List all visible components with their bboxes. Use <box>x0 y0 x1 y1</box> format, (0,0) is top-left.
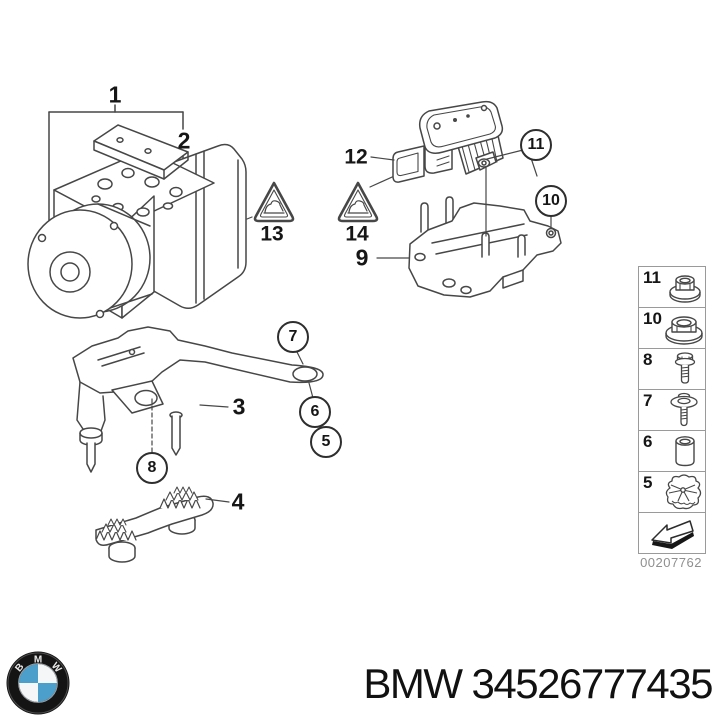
callout-12: 12 <box>344 145 368 169</box>
washer-screw-icon <box>670 392 698 427</box>
warning-triangle-13-icon <box>246 181 295 223</box>
sensor-bracket-drawing <box>408 196 562 298</box>
flange-nut-small-icon <box>669 275 701 303</box>
callout-7-circle: 7 <box>277 321 309 353</box>
leader-lines-sensor-group <box>370 149 552 259</box>
legend-row-8: 8 <box>639 348 705 389</box>
legend-row-5: 5 <box>639 471 705 512</box>
callout-2: 2 <box>177 127 191 154</box>
legend-row-10: 10 <box>639 307 705 348</box>
callout-14: 14 <box>345 222 369 246</box>
part-number: 34526777435 <box>471 660 714 707</box>
knurled-grommet-icon <box>665 474 702 510</box>
brand-name: BMW <box>363 660 463 707</box>
direction-arrow-icon <box>651 520 694 549</box>
warning-triangle-14-icon <box>337 172 402 223</box>
logo-letter-m: M <box>34 655 42 666</box>
callout-13: 13 <box>260 222 284 246</box>
callout-6-circle: 6 <box>299 396 331 428</box>
legend-row-7: 7 <box>639 389 705 430</box>
bmw-logo: B M W <box>6 651 70 715</box>
callout-8-circle: 8 <box>136 452 168 484</box>
legend-row-6: 6 <box>639 430 705 471</box>
sensor-module-drawing <box>392 100 504 183</box>
diagram-plate-number: 00207762 <box>640 555 702 570</box>
legend-row-arrow <box>639 512 705 553</box>
legend-row-11: 11 <box>639 267 705 307</box>
callout-9: 9 <box>355 244 369 271</box>
callout-5-circle: 5 <box>310 426 342 458</box>
spacer-sleeve-icon <box>675 436 695 467</box>
hex-flange-bolt-icon <box>674 352 696 384</box>
abs-hydraulic-unit-drawing <box>27 124 247 319</box>
rubber-damper-drawing <box>95 486 230 563</box>
callout-4: 4 <box>231 488 245 515</box>
callout-1: 1 <box>108 81 122 108</box>
fastener-legend-panel: 11 10 <box>638 266 706 554</box>
flange-nut-large-icon <box>665 316 703 345</box>
callout-3: 3 <box>232 393 246 420</box>
support-bracket-drawing <box>72 326 324 473</box>
callout-11-circle: 11 <box>520 129 552 161</box>
callout-10-circle: 10 <box>535 185 567 217</box>
